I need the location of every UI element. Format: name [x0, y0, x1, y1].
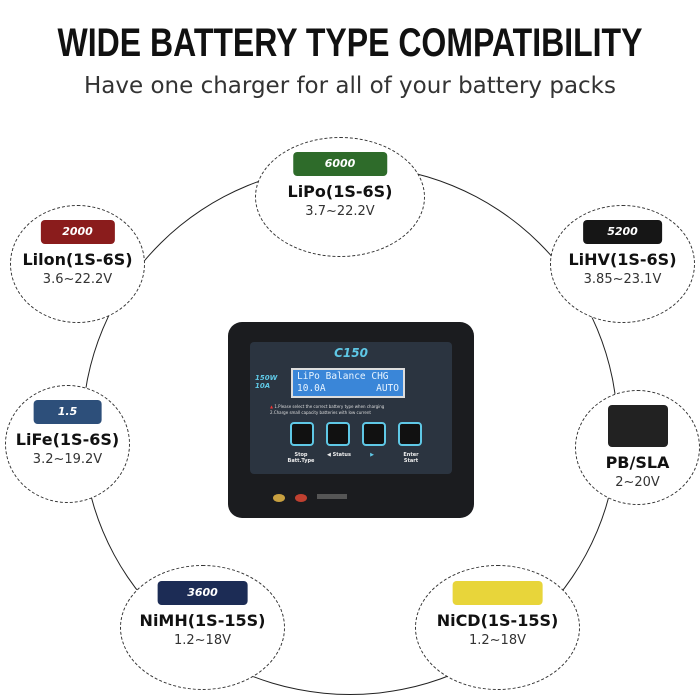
- lcd-display: LiPo Balance CHG 10.0A AUTO: [291, 368, 405, 398]
- battery-type: Lilon(1S-6S): [22, 250, 133, 270]
- battery-voltage: 2~20V: [615, 474, 660, 490]
- battery-voltage: 3.2~19.2V: [32, 452, 103, 468]
- warning-text: ▲ 1.Please select the correct battery ty…: [270, 404, 384, 416]
- battery-image: 3600: [157, 581, 248, 605]
- battery-card: NiCD(1S-15S) 1.2~18V: [415, 565, 580, 690]
- battery-voltage: 3.6~22.2V: [42, 272, 113, 288]
- battery-type: PB/SLA: [605, 452, 670, 472]
- battery-card: 5200 LiHV(1S-6S) 3.85~23.1V: [550, 205, 695, 323]
- battery-image: [452, 581, 543, 605]
- status-left-button[interactable]: [326, 422, 350, 446]
- subtitle: Have one charger for all of your battery…: [84, 73, 616, 99]
- battery-type: LiHV(1S-6S): [568, 250, 677, 270]
- stop-button[interactable]: [290, 422, 314, 446]
- lcd-mode: AUTO: [376, 383, 399, 394]
- battery-voltage: 1.2~18V: [468, 633, 526, 648]
- right-arrow-label: ▶: [370, 452, 374, 458]
- battery-voltage: 3.85~23.1V: [583, 272, 662, 288]
- lcd-line-1: LiPo Balance CHG: [297, 371, 389, 382]
- status-right-button[interactable]: [362, 422, 386, 446]
- warning-1: 1.Please select the correct battery type…: [274, 404, 385, 409]
- enter-label: Enter Start: [403, 452, 419, 464]
- battery-type: LiFe(1S-6S): [15, 430, 120, 450]
- battery-image: 5200: [582, 220, 663, 245]
- charger-model: C150: [334, 346, 368, 360]
- status-label: ◀ Status: [327, 452, 351, 458]
- battery-image: 6000: [293, 152, 387, 177]
- battery-voltage: 3.7~22.2V: [305, 204, 375, 220]
- battery-image: 2000: [40, 220, 115, 245]
- enter-button[interactable]: [398, 422, 422, 446]
- lcd-current: 10.0A: [297, 383, 326, 394]
- battery-type: NiCD(1S-15S): [436, 611, 559, 630]
- stop-label: Stop Batt.Type: [287, 452, 315, 464]
- headline: WIDE BATTERY TYPE COMPATIBILITY: [57, 21, 643, 65]
- current: 10A: [255, 382, 271, 390]
- battery-card: 6000 LiPo(1S-6S) 3.7~22.2V: [255, 137, 425, 257]
- battery-voltage: 1.2~18V: [173, 633, 231, 648]
- battery-card: 1.5 LiFe(1S-6S) 3.2~19.2V: [5, 385, 130, 503]
- battery-image: [607, 404, 668, 447]
- power: 150W: [255, 374, 278, 382]
- battery-card: PB/SLA 2~20V: [575, 390, 700, 505]
- warning-2: 2.Charge small capacity batteries with l…: [270, 410, 371, 415]
- charger-ports: [273, 494, 423, 502]
- battery-card: 2000 Lilon(1S-6S) 3.6~22.2V: [10, 205, 145, 323]
- warning-icon: ▲: [270, 404, 274, 409]
- battery-type: NiMH(1S-15S): [139, 611, 266, 630]
- battery-type: LiPo(1S-6S): [287, 182, 393, 202]
- battery-image: 1.5: [33, 400, 102, 425]
- battery-card: 3600 NiMH(1S-15S) 1.2~18V: [120, 565, 285, 690]
